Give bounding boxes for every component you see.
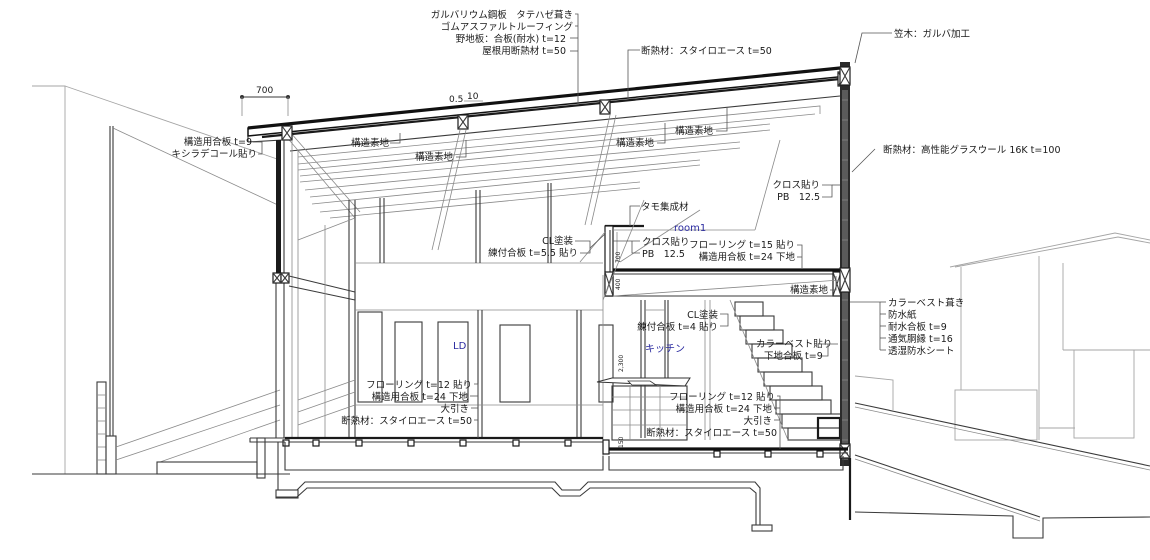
loft-floor-note: フローリング t=15 貼り 構造用合板 t=24 下地: [689, 239, 803, 268]
kitchen-wall-note: CL塗装 練付合板 t=4 貼り: [637, 309, 729, 333]
svg-text:構造素地: 構造素地: [415, 151, 454, 163]
svg-text:ゴムアスファルトルーフィング: ゴムアスファルトルーフィング: [441, 21, 574, 33]
stair-note: カラーベスト貼り 下地合板 t=9: [756, 338, 838, 362]
kitchen-floor-note: フローリング t=12 貼り 構造用合板 t=24 下地 大引き 断熱材：スタイ…: [646, 391, 781, 449]
building-section: [247, 62, 852, 532]
floor-joists: [282, 439, 824, 458]
svg-text:PB 12.5: PB 12.5: [642, 249, 685, 260]
dimensions: 700 0.5 10 700 400 2,300 150: [240, 86, 625, 448]
roof-spec-note: ガルバリウム鋼板 タテハゼ葺き ゴムアスファルトルーフィング 野地板：合板(耐水…: [431, 9, 579, 105]
roof-pitch-rise: 0.5: [449, 95, 463, 105]
svg-text:練付合板 t=4 貼り: 練付合板 t=4 貼り: [637, 321, 718, 333]
svg-text:大引き: 大引き: [440, 403, 469, 415]
coping-note: 笠木：ガルバ加工: [854, 28, 971, 64]
roof-insulation-note: 断熱材：スタイロエース t=50: [627, 45, 772, 99]
svg-text:大引き: 大引き: [743, 415, 772, 427]
svg-text:フローリング t=15 貼り: フローリング t=15 貼り: [689, 239, 795, 251]
structure-notes: 構造素地 構造素地 構造素地 構造素地 構造素地: [351, 107, 837, 296]
svg-text:通気胴縁 t=16: 通気胴縁 t=16: [888, 333, 953, 345]
loft-wall-height-dim: 700: [615, 251, 622, 263]
loft-rail-finish-note: CL塗装 練付合板 t=5.5 貼り: [488, 233, 606, 259]
svg-text:防水紙: 防水紙: [888, 309, 917, 321]
stair: [729, 299, 843, 441]
room-label-kitchen: キッチン: [645, 343, 685, 355]
svg-text:CL塗装: CL塗装: [542, 235, 573, 247]
svg-text:構造用合板 t=24 下地: 構造用合板 t=24 下地: [699, 251, 796, 263]
svg-text:構造素地: 構造素地: [351, 137, 390, 149]
right-neighbor-context: [854, 232, 1150, 539]
room-label-ld: LD: [453, 341, 467, 352]
svg-text:構造用合板 t=24 下地: 構造用合板 t=24 下地: [676, 403, 773, 415]
svg-text:耐水合板 t=9: 耐水合板 t=9: [888, 321, 947, 333]
floor-step-dim: 150: [618, 436, 625, 448]
eave-soffit-note: 構造用合板 t=9 キシラデコール貼り: [171, 136, 263, 160]
svg-text:野地板：合板(耐水) t=12: 野地板：合板(耐水) t=12: [456, 33, 566, 45]
room-label-room1: room1: [674, 223, 706, 234]
svg-text:カラーベスト葺き: カラーベスト葺き: [888, 297, 964, 309]
svg-text:構造素地: 構造素地: [790, 284, 829, 296]
svg-text:フローリング t=12 貼り: フローリング t=12 貼り: [669, 391, 775, 403]
svg-text:屋根用断熱材 t=50: 屋根用断熱材 t=50: [482, 45, 566, 57]
svg-text:構造素地: 構造素地: [616, 137, 655, 149]
kitchen-height-dim: 2,300: [618, 355, 625, 372]
wall-insulation-note: 断熱材：高性能グラスウール 16K t=100: [851, 144, 1061, 173]
roof-pitch-run: 10: [467, 92, 479, 102]
svg-text:笠木：ガルバ加工: 笠木：ガルバ加工: [894, 28, 971, 40]
svg-text:クロス貼り: クロス貼り: [772, 179, 820, 191]
exterior-wall-note: カラーベスト葺き 防水紙 耐水合板 t=9 通気胴縁 t=16 透湿防水シート: [850, 297, 964, 357]
loft-beam-depth-dim: 400: [615, 278, 622, 290]
svg-text:透湿防水シート: 透湿防水シート: [888, 345, 955, 357]
svg-text:カラーベスト貼り: カラーベスト貼り: [756, 338, 832, 350]
ld-floor-note: フローリング t=12 貼り 構造用合板 t=24 下地 大引き 断熱材：スタイ…: [341, 379, 479, 438]
svg-text:構造用合板 t=24 下地: 構造用合板 t=24 下地: [372, 391, 469, 403]
svg-text:断熱材：高性能グラスウール 16K t=100: 断熱材：高性能グラスウール 16K t=100: [883, 144, 1061, 156]
svg-text:断熱材：スタイロエース t=50: 断熱材：スタイロエース t=50: [646, 427, 777, 439]
svg-text:練付合板 t=5.5 貼り: 練付合板 t=5.5 貼り: [488, 247, 578, 259]
svg-text:クロス貼り: クロス貼り: [642, 236, 690, 248]
left-neighbor-context: [32, 85, 290, 475]
svg-text:ガルバリウム鋼板 タテハゼ葺き: ガルバリウム鋼板 タテハゼ葺き: [431, 9, 573, 21]
svg-text:タモ集成材: タモ集成材: [641, 201, 689, 213]
east-wall-finish-note: クロス貼り PB 12.5: [772, 179, 840, 203]
svg-text:断熱材：スタイロエース t=50: 断熱材：スタイロエース t=50: [341, 415, 472, 427]
svg-text:キシラデコール貼り: キシラデコール貼り: [171, 148, 257, 160]
svg-text:断熱材：スタイロエース t=50: 断熱材：スタイロエース t=50: [641, 45, 772, 57]
svg-text:構造素地: 構造素地: [675, 125, 714, 137]
svg-text:CL塗装: CL塗装: [687, 309, 718, 321]
svg-text:PB 12.5: PB 12.5: [777, 192, 820, 203]
eave-width-dim: 700: [256, 86, 273, 96]
svg-text:下地合板 t=9: 下地合板 t=9: [764, 350, 823, 362]
handrail-note: タモ集成材: [629, 201, 689, 226]
svg-text:構造用合板 t=9: 構造用合板 t=9: [184, 136, 252, 148]
loft-wall-finish-note: クロス貼り PB 12.5: [613, 236, 690, 260]
svg-text:フローリング t=12 貼り: フローリング t=12 貼り: [366, 379, 472, 391]
